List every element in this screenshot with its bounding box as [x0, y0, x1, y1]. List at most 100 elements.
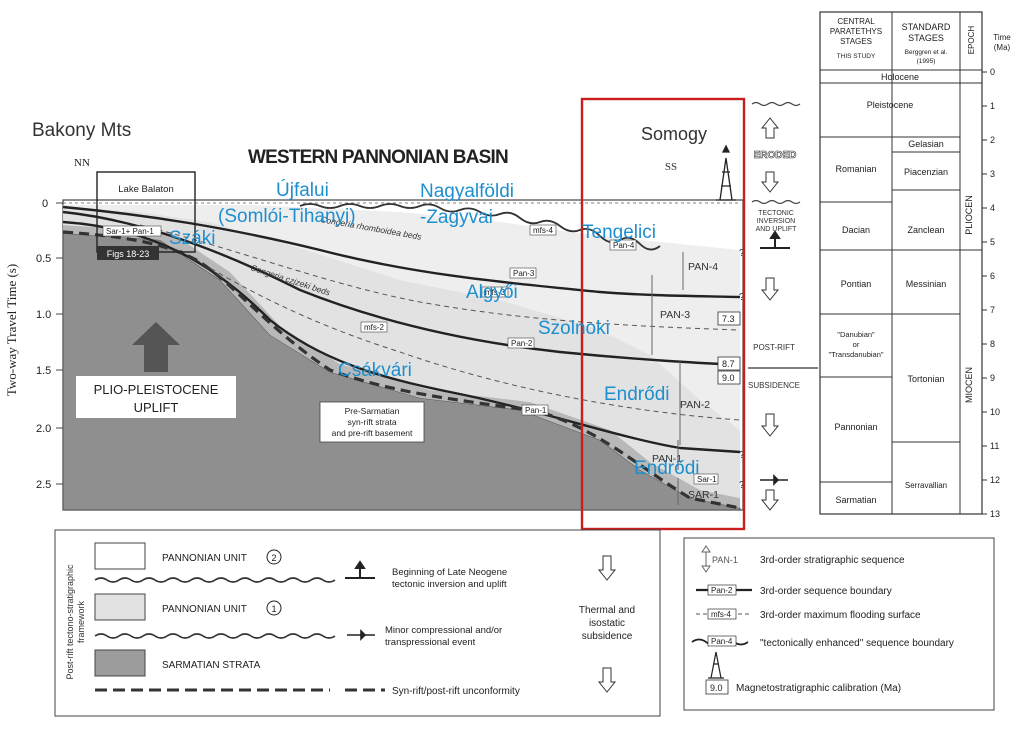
figs-tag — [97, 246, 159, 260]
formation-szolnoki: Szolnoki — [538, 318, 610, 339]
legend-te: "tectonically enhanced" sequence boundar… — [760, 638, 954, 649]
epoch-miocen: MIOCEN — [964, 367, 974, 403]
swatch-unit-1 — [94, 593, 146, 621]
col-header-sub: THIS STUDY — [837, 53, 876, 60]
uplift-arrow-icon — [132, 322, 180, 372]
formation-somloi: (Somlói-Tihanyi) — [218, 206, 356, 227]
somogy-title: Somogy — [641, 124, 707, 144]
formation-endrodi-1: Endrődi — [604, 384, 670, 405]
age-7-3: 7.3 — [722, 314, 735, 324]
sarmatian-strata-layer — [63, 225, 740, 508]
stage-holocene: Holocene — [881, 72, 919, 82]
pan3-boundary — [62, 205, 741, 299]
stage-zanclean: Zanclean — [907, 225, 944, 235]
time-tick-label: 2 — [990, 135, 995, 145]
legend-mfs: 3rd-order maximum flooding surface — [760, 610, 921, 621]
stage-pannonian: Pannonian — [834, 422, 877, 432]
legend-minor-1: Minor compressional and/or — [385, 625, 502, 636]
stage-sarmatian: Sarmatian — [835, 495, 876, 505]
legend-right: PAN-1 3rd-order stratigraphic sequence P… — [683, 537, 995, 711]
time-tick-label: 0 — [990, 67, 995, 77]
formation-ujfalui: Újfalui — [276, 179, 329, 201]
unit-1-number: 1 — [271, 604, 276, 614]
post-rift-label: POST-RIFT — [753, 343, 795, 352]
arrow-down-icon — [760, 171, 780, 193]
mag-tag-box — [705, 679, 729, 695]
mfs3-surface — [139, 224, 741, 331]
stage-pleistocene: Pleistocene — [867, 100, 914, 110]
stage-serravallian: Serravallian — [905, 481, 947, 490]
time-header: (Ma) — [994, 43, 1011, 52]
col-header: PARATETHYS — [830, 27, 882, 36]
pan2-tag: Pan-2 — [511, 339, 533, 348]
seq-pan2: PAN-2 — [680, 399, 710, 411]
stage-tortonian: Tortonian — [907, 374, 944, 384]
formation-csakvari: Csákvári — [338, 360, 412, 381]
legend-minor-compression-icon — [347, 629, 375, 641]
time-tick-label: 10 — [990, 407, 1000, 417]
stages-table: CENTRAL PARATETHYS STAGES THIS STUDY STA… — [819, 11, 1011, 519]
stage-piacenzian: Piacenzian — [904, 167, 948, 177]
question-mark: ? — [739, 248, 745, 259]
col-header: STAGES — [840, 37, 872, 46]
stage-pontian: Pontian — [841, 279, 872, 289]
derrick-icon — [708, 651, 724, 679]
legend-sb-tag: Pan-2 — [711, 586, 733, 595]
boundary-tags: Sar-1+ Pan-1 mfs-4 Pan-4 Pan-3 mfs-3 mfs… — [102, 224, 719, 485]
pan3-tag: Pan-3 — [513, 269, 535, 278]
sequence-labels: PAN-4 PAN-3 PAN-2 PAN-1 SAR-1 — [652, 261, 719, 501]
inversion-label-1: TECTONIC — [758, 210, 794, 217]
mfs4-tag: mfs-4 — [533, 226, 554, 235]
time-tick-label: 12 — [990, 475, 1000, 485]
formation-nagyalfoldi: Nagyalföldi — [420, 181, 514, 202]
col-header-sub: (1995) — [917, 58, 936, 65]
stage-danubian: "Transdanubian" — [828, 350, 883, 359]
time-tick-label: 7 — [990, 305, 995, 315]
formation-szaki: Száki — [169, 228, 215, 249]
stage-danubian: "Danubian" — [837, 330, 875, 339]
legend-thermal-2: isostatic — [589, 618, 625, 629]
y-tick: 1.5 — [36, 365, 51, 377]
thermal-arrow-icon — [597, 667, 617, 693]
basement-box — [319, 401, 425, 443]
y-tick: 2.0 — [36, 423, 51, 435]
arrow-up-icon — [760, 117, 780, 139]
sar1-tag: Sar-1 — [697, 475, 717, 484]
time-tick-label: 6 — [990, 271, 995, 281]
legend-sb: 3rd-order sequence boundary — [760, 586, 892, 597]
time-tick-label: 11 — [990, 441, 999, 451]
mfs2-surface — [179, 249, 741, 421]
arrow-down-icon — [760, 277, 780, 301]
col-header-epoch: EPOCH — [967, 26, 976, 55]
pan4-boundary — [299, 203, 661, 251]
tectonic-column: ERODED TECTONIC INVERSION AND UPLIFT POS… — [748, 101, 818, 511]
formation-algyoi: Algyői — [466, 282, 518, 303]
lake-balaton-label: Lake Balaton — [118, 184, 173, 195]
basement-line-1: Pre-Sarmatian — [345, 406, 400, 416]
eroded-label: ERODED — [754, 150, 797, 161]
stage-danubian: or — [853, 340, 860, 349]
uplift-label-1: PLIO-PLEISTOCENE — [94, 382, 219, 397]
age-calibrations: 7.3 8.7 9.0 — [717, 311, 741, 385]
y-tick: 0 — [42, 198, 48, 210]
uplift-label-2: UPLIFT — [134, 400, 179, 415]
stage-dacian: Dacian — [842, 225, 870, 235]
time-tick-label: 8 — [990, 339, 995, 349]
col-header: STAGES — [908, 33, 944, 43]
basement-text: Pre-Sarmatian syn-rift strata and pre-ri… — [332, 406, 413, 438]
y-tick: 1.0 — [36, 309, 51, 321]
pannonian-unit-2-fill — [63, 205, 740, 430]
figs-label: Figs 18-23 — [107, 249, 150, 259]
mfs-tag-box — [707, 608, 737, 620]
basement-line-2: syn-rift strata — [347, 417, 396, 427]
wavy-line — [751, 101, 801, 107]
pan1-tag: Pan-1 — [525, 406, 547, 415]
legend-unit-1: PANNONIAN UNIT — [162, 604, 247, 615]
question-mark: ? — [739, 480, 745, 491]
unit-1-circle — [266, 600, 282, 616]
subsidence-label: SUBSIDENCE — [748, 381, 800, 390]
mfs2-tag: mfs-2 — [364, 323, 385, 332]
thermal-arrow-icon — [597, 555, 617, 581]
